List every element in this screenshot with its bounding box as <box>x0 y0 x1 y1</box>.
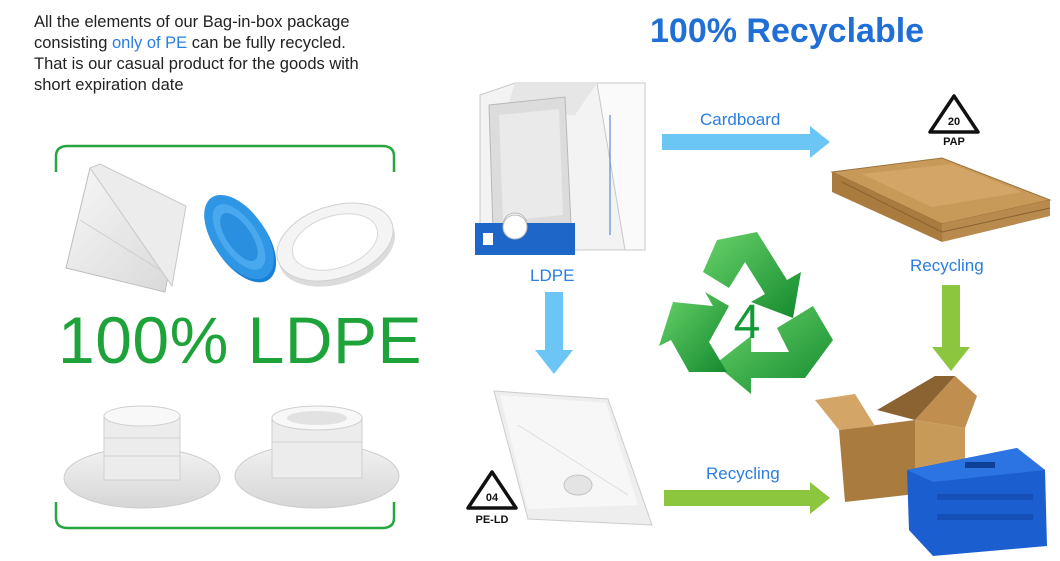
recycle-symbol-icon: 4 <box>659 232 833 394</box>
intro-line-3: That is our casual product for the goods… <box>34 55 359 73</box>
headline: 100% Recyclable <box>650 12 925 50</box>
recycling-right-arrow <box>664 482 830 514</box>
components-frame <box>54 144 396 530</box>
pap-number: 20 <box>948 116 960 128</box>
cardboard-arrow <box>662 126 830 158</box>
recycling-down-arrow <box>932 285 970 371</box>
bag-film-image <box>65 163 187 293</box>
intro-highlight: only of PE <box>111 34 188 52</box>
products-image <box>815 376 1047 556</box>
intro-line-2: consisting only of PE can be fully recyc… <box>34 33 434 54</box>
intro-line-2-start: consisting <box>34 34 112 52</box>
intro-line-2-end: can be fully recycled. <box>187 34 346 52</box>
intro-text: All the elements of our Bag-in-box packa… <box>34 12 434 96</box>
components-label: 100% LDPE <box>58 303 423 377</box>
recycle-number: 4 <box>734 296 761 349</box>
recycling-bottom-label: Recycling <box>706 464 780 483</box>
pe-label: PE-LD <box>476 514 509 526</box>
bag-in-box-image <box>475 82 646 255</box>
pe-bag-image <box>493 390 653 526</box>
recycling-top-label: Recycling <box>910 256 984 275</box>
ldpe-label: LDPE <box>530 266 575 285</box>
pe-number: 04 <box>486 492 499 504</box>
fitments-image <box>63 405 400 509</box>
ldpe-down-arrow <box>535 292 573 374</box>
pap-label: PAP <box>943 136 965 148</box>
intro-line-1: All the elements of our Bag-in-box packa… <box>34 13 350 31</box>
blue-cap-image <box>204 194 277 283</box>
cardboard-label: Cardboard <box>700 110 781 129</box>
intro-line-4: short expiration date <box>34 76 184 94</box>
pe-ld-recycle-icon: 04 PE-LD <box>466 470 518 526</box>
white-ring-image <box>276 202 395 287</box>
cardboard-sheets-image <box>830 157 1052 242</box>
pap-recycle-icon: 20 PAP <box>928 94 980 148</box>
